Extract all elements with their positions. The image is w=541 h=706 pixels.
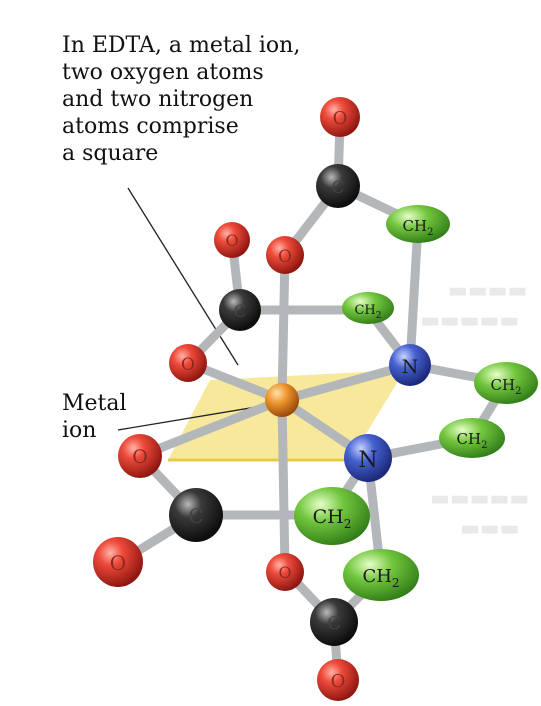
caption-line: a square <box>62 141 159 166</box>
oxygen-label: O <box>333 108 348 129</box>
oxygen-atom: O <box>266 553 304 591</box>
carbon-label: C <box>331 178 344 198</box>
carbon-atom: C <box>169 488 223 542</box>
oxygen-atom: O <box>317 659 359 701</box>
ch2-group: CH2 <box>474 362 538 404</box>
metal-label-line: Metal <box>62 391 127 416</box>
carbon-atom: C <box>219 289 261 331</box>
metal-ion <box>265 383 299 417</box>
nitrogen-atom: N <box>344 434 392 482</box>
oxygen-atom: O <box>118 434 162 478</box>
oxygen-atom: O <box>214 222 250 258</box>
carbon-atom: C <box>316 164 360 208</box>
caption-line: two oxygen atoms <box>62 60 264 85</box>
carbon-atom: C <box>310 598 358 646</box>
ch2-group: CH2 <box>342 292 394 324</box>
caption-line: atoms comprise <box>62 114 239 139</box>
oxygen-atom: O <box>320 97 360 137</box>
carbon-label: C <box>327 613 341 634</box>
ch2-group: CH2 <box>343 549 419 601</box>
ch2-label: CH2 <box>362 566 399 590</box>
nitrogen-label: N <box>358 448 377 473</box>
metal-ion-label: Metal ion <box>62 390 127 444</box>
ch2-group: CH2 <box>386 205 450 243</box>
oxygen-label: O <box>331 671 346 692</box>
oxygen-label: O <box>278 563 291 582</box>
ch2-label: CH2 <box>354 303 381 321</box>
ch2-label: CH2 <box>491 376 522 397</box>
ch2-label: CH2 <box>313 506 352 531</box>
square-caption: In EDTA, a metal ion, two oxygen atoms a… <box>62 32 300 167</box>
ch2-label: CH2 <box>457 430 488 451</box>
oxygen-label: O <box>278 247 292 267</box>
oxygen-label: O <box>181 355 195 375</box>
show-through-text: ▬▬▬▬▬ <box>420 308 520 332</box>
ch2-group: CH2 <box>439 418 505 458</box>
metal-label-line: ion <box>62 418 97 443</box>
show-through-text: ▬▬▬▬ <box>448 278 528 302</box>
nitrogen-label: N <box>402 356 419 378</box>
oxygen-label: O <box>132 446 148 468</box>
caption-pointer-line <box>127 187 239 366</box>
oxygen-label: O <box>110 551 126 575</box>
oxygen-label: O <box>225 231 238 250</box>
carbon-label: C <box>188 504 203 528</box>
caption-line: and two nitrogen <box>62 87 254 112</box>
nitrogen-atom: N <box>389 344 431 386</box>
carbon-label: C <box>233 302 246 322</box>
metal-ion-pointer-line <box>117 404 269 431</box>
show-through-text: ▬▬▬▬▬ <box>430 486 530 510</box>
oxygen-atom: O <box>169 344 207 382</box>
oxygen-atom: O <box>93 537 143 587</box>
ch2-group: CH2 <box>294 487 370 545</box>
caption-line: In EDTA, a metal ion, <box>62 33 301 58</box>
oxygen-atom: O <box>266 236 304 274</box>
ch2-label: CH2 <box>403 217 434 238</box>
show-through-text: ▬▬▬ <box>460 516 520 540</box>
